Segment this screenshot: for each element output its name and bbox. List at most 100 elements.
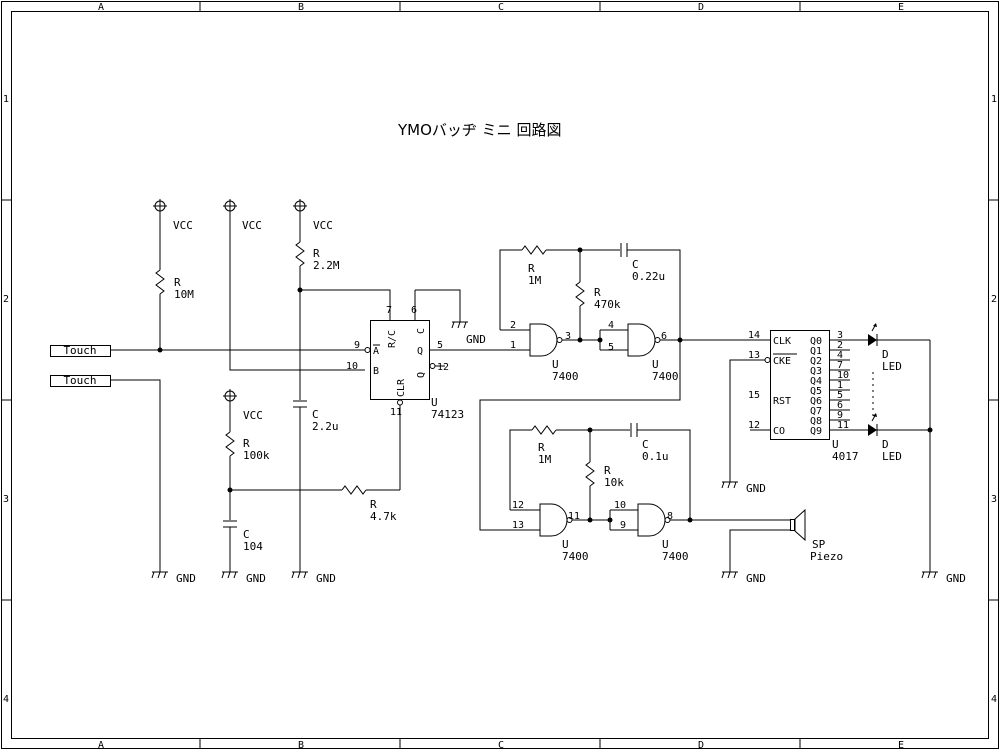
row-label-2-right: 2 — [991, 294, 997, 305]
wire-osc1-to-osc2 — [479, 340, 681, 531]
r5-ref: R — [528, 262, 535, 275]
resistor-r6: R 470k — [575, 250, 621, 340]
vcc-label-2: VCC — [242, 219, 262, 232]
4017-q0: Q0 — [810, 336, 822, 347]
4017-out-pin-7: 6 — [837, 400, 843, 411]
4017-q5: Q5 — [810, 386, 822, 397]
speaker-value: Piezo — [810, 550, 843, 563]
col-label-e-top: E — [898, 2, 904, 13]
ic-4017: 14 CLK 13 CKE 15 RST 12 CO Q0 Q1 Q2 Q3 Q… — [729, 330, 868, 482]
r2-value: 2.2M — [313, 259, 340, 272]
4017-out-pin-2: 4 — [837, 350, 843, 361]
gnd-symbol-touch: GND — [151, 571, 196, 585]
col-label-d-bottom: D — [698, 740, 704, 750]
u3-pin-in1: 12 — [512, 500, 524, 511]
4017-out-pin-9: 11 — [837, 420, 849, 431]
nand-gate-u2: 4 5 6 U 7400 — [599, 320, 770, 383]
r8-ref: R — [604, 464, 611, 477]
4017-q9: Q9 — [810, 426, 822, 437]
gnd-symbol-74123: GND — [451, 321, 486, 346]
74123-pin-b-num: 10 — [346, 361, 358, 372]
touch-label-2: Touch — [63, 374, 96, 387]
r2-ref: R — [313, 247, 320, 260]
4017-q3: Q3 — [810, 366, 822, 377]
4017-out-pin-3: 7 — [837, 360, 843, 371]
r7-ref: R — [538, 441, 545, 454]
c3-value: 0.22u — [632, 270, 665, 283]
c4-value: 0.1u — [642, 450, 669, 463]
4017-ref: U — [832, 438, 839, 451]
74123-pin-c-num: 6 — [411, 305, 417, 316]
col-label-c-bottom: C — [498, 740, 504, 750]
resistor-r8: R 10k — [585, 430, 624, 520]
speaker-ref: SP — [812, 538, 826, 551]
led-d2: D LED — [868, 413, 930, 463]
vcc-symbol-3: VCC — [293, 199, 333, 232]
r6-ref: R — [594, 286, 601, 299]
touch-label-1: Touch — [63, 344, 96, 357]
u1-pin-out: 3 — [565, 331, 571, 342]
ic-74123: 9 10 A B 7 R/C 6 C 5 Q 12 Q 11 CLR U 741… — [346, 289, 520, 490]
u3-part: 7400 — [562, 550, 589, 563]
4017-q7: Q7 — [810, 406, 822, 417]
row-label-4-left: 4 — [3, 694, 9, 705]
4017-rst: RST — [773, 396, 791, 407]
4017-part: 4017 — [832, 450, 859, 463]
r3-value: 100k — [243, 449, 270, 462]
c3-ref: C — [632, 258, 639, 271]
capacitor-c1: C 2.2u — [293, 400, 339, 572]
c1-value: 2.2u — [312, 420, 339, 433]
gnd-label-1: GND — [176, 572, 196, 585]
u3-ref: U — [562, 538, 569, 551]
74123-pin-qbar: Q — [416, 372, 427, 378]
d1-value: LED — [882, 360, 902, 373]
row-label-1-left: 1 — [3, 94, 9, 105]
u1-pin-in2: 1 — [510, 340, 516, 351]
4017-q8: Q8 — [810, 416, 822, 427]
r8-value: 10k — [604, 476, 624, 489]
gnd-symbol-c104: GND — [221, 571, 266, 585]
u1-ref: U — [552, 358, 559, 371]
gnd-label-speaker: GND — [746, 572, 766, 585]
r4-value: 4.7k — [370, 510, 397, 523]
74123-pin-c: C — [416, 328, 427, 334]
gnd-symbol-speaker: GND — [721, 571, 766, 585]
gnd-symbol-c22: GND — [291, 571, 336, 585]
row-label-3-left: 3 — [3, 494, 9, 505]
u1-pin-in1: 2 — [510, 320, 516, 331]
74123-ref: U — [431, 396, 438, 409]
74123-pin-q-num: 5 — [437, 340, 443, 351]
4017-clk: CLK — [773, 336, 791, 347]
col-label-e-bottom: E — [898, 740, 904, 750]
d2-ref: D — [882, 438, 889, 451]
resistor-r1: R 10M — [155, 211, 194, 350]
4017-q2: Q2 — [810, 356, 822, 367]
junction-dot — [577, 337, 583, 343]
u3-pin-out: 11 — [568, 511, 580, 522]
gnd-label-3: GND — [316, 572, 336, 585]
piezo-speaker: SP Piezo — [729, 508, 843, 572]
nand-gate-u1: 2 1 3 U 7400 — [500, 320, 600, 383]
4017-out-pin-0: 3 — [837, 330, 843, 341]
74123-pin-qbar-num: 12 — [437, 362, 449, 373]
74123-pin-q: Q — [417, 346, 423, 357]
u3-pin-in2: 13 — [512, 520, 524, 531]
74123-part: 74123 — [431, 408, 464, 421]
4017-clk-num: 14 — [748, 330, 760, 341]
nand-gate-u4: 10 9 8 U 7400 — [609, 500, 790, 563]
vcc-label-4: VCC — [243, 409, 263, 422]
gnd-symbol-4017: GND — [721, 481, 766, 495]
capacitor-c4: C 0.1u — [630, 423, 691, 520]
row-label-4-right: 4 — [991, 694, 997, 705]
gnd-label-4017: GND — [746, 482, 766, 495]
junction-dot — [587, 517, 593, 523]
nand-gate-u3: 12 13 11 U 7400 — [510, 500, 610, 563]
vcc-symbol-4: VCC — [223, 389, 263, 422]
col-label-c-top: C — [498, 2, 504, 13]
gnd-symbol-leds: GND — [921, 571, 966, 585]
u2-ref: U — [652, 358, 659, 371]
wire-vcc-to-b — [229, 211, 365, 371]
row-label-3-right: 3 — [991, 494, 997, 505]
u4-pin-in2: 9 — [620, 520, 626, 531]
